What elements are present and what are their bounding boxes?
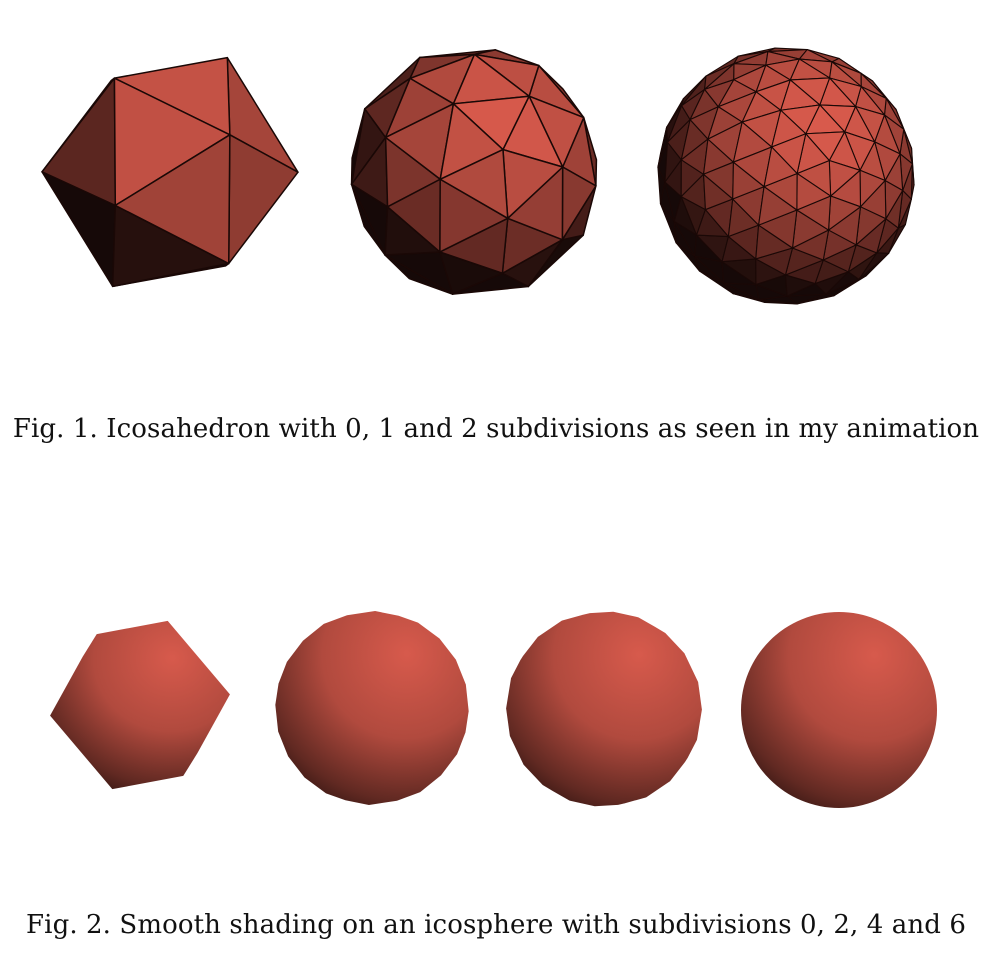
mesh-face xyxy=(763,146,798,188)
icosphere-silhouette xyxy=(275,611,469,805)
icosphere-silhouette xyxy=(50,620,230,790)
icosphere-0-subdivisions xyxy=(50,620,230,790)
icosphere-4-subdivisions xyxy=(506,611,702,807)
icosphere-6-subdivisions xyxy=(741,612,937,808)
icosphere-silhouette xyxy=(506,611,702,807)
mesh-face xyxy=(439,148,509,220)
figure-1: Fig. 1. Icosahedron with 0, 1 and 2 subd… xyxy=(0,0,992,480)
figure-2-caption: Fig. 2. Smooth shading on an icosphere w… xyxy=(26,910,966,940)
icosahedron-1-subdivision xyxy=(350,49,598,295)
icosahedron-2-subdivisions xyxy=(657,47,915,305)
figure-2: Fig. 2. Smooth shading on an icosphere w… xyxy=(0,480,992,972)
icosahedron-0-subdivisions xyxy=(41,56,299,288)
icosphere-2-subdivisions xyxy=(275,611,469,805)
icosphere-silhouette xyxy=(741,612,937,808)
figure-1-caption: Fig. 1. Icosahedron with 0, 1 and 2 subd… xyxy=(12,414,980,444)
mesh-face xyxy=(114,134,231,265)
